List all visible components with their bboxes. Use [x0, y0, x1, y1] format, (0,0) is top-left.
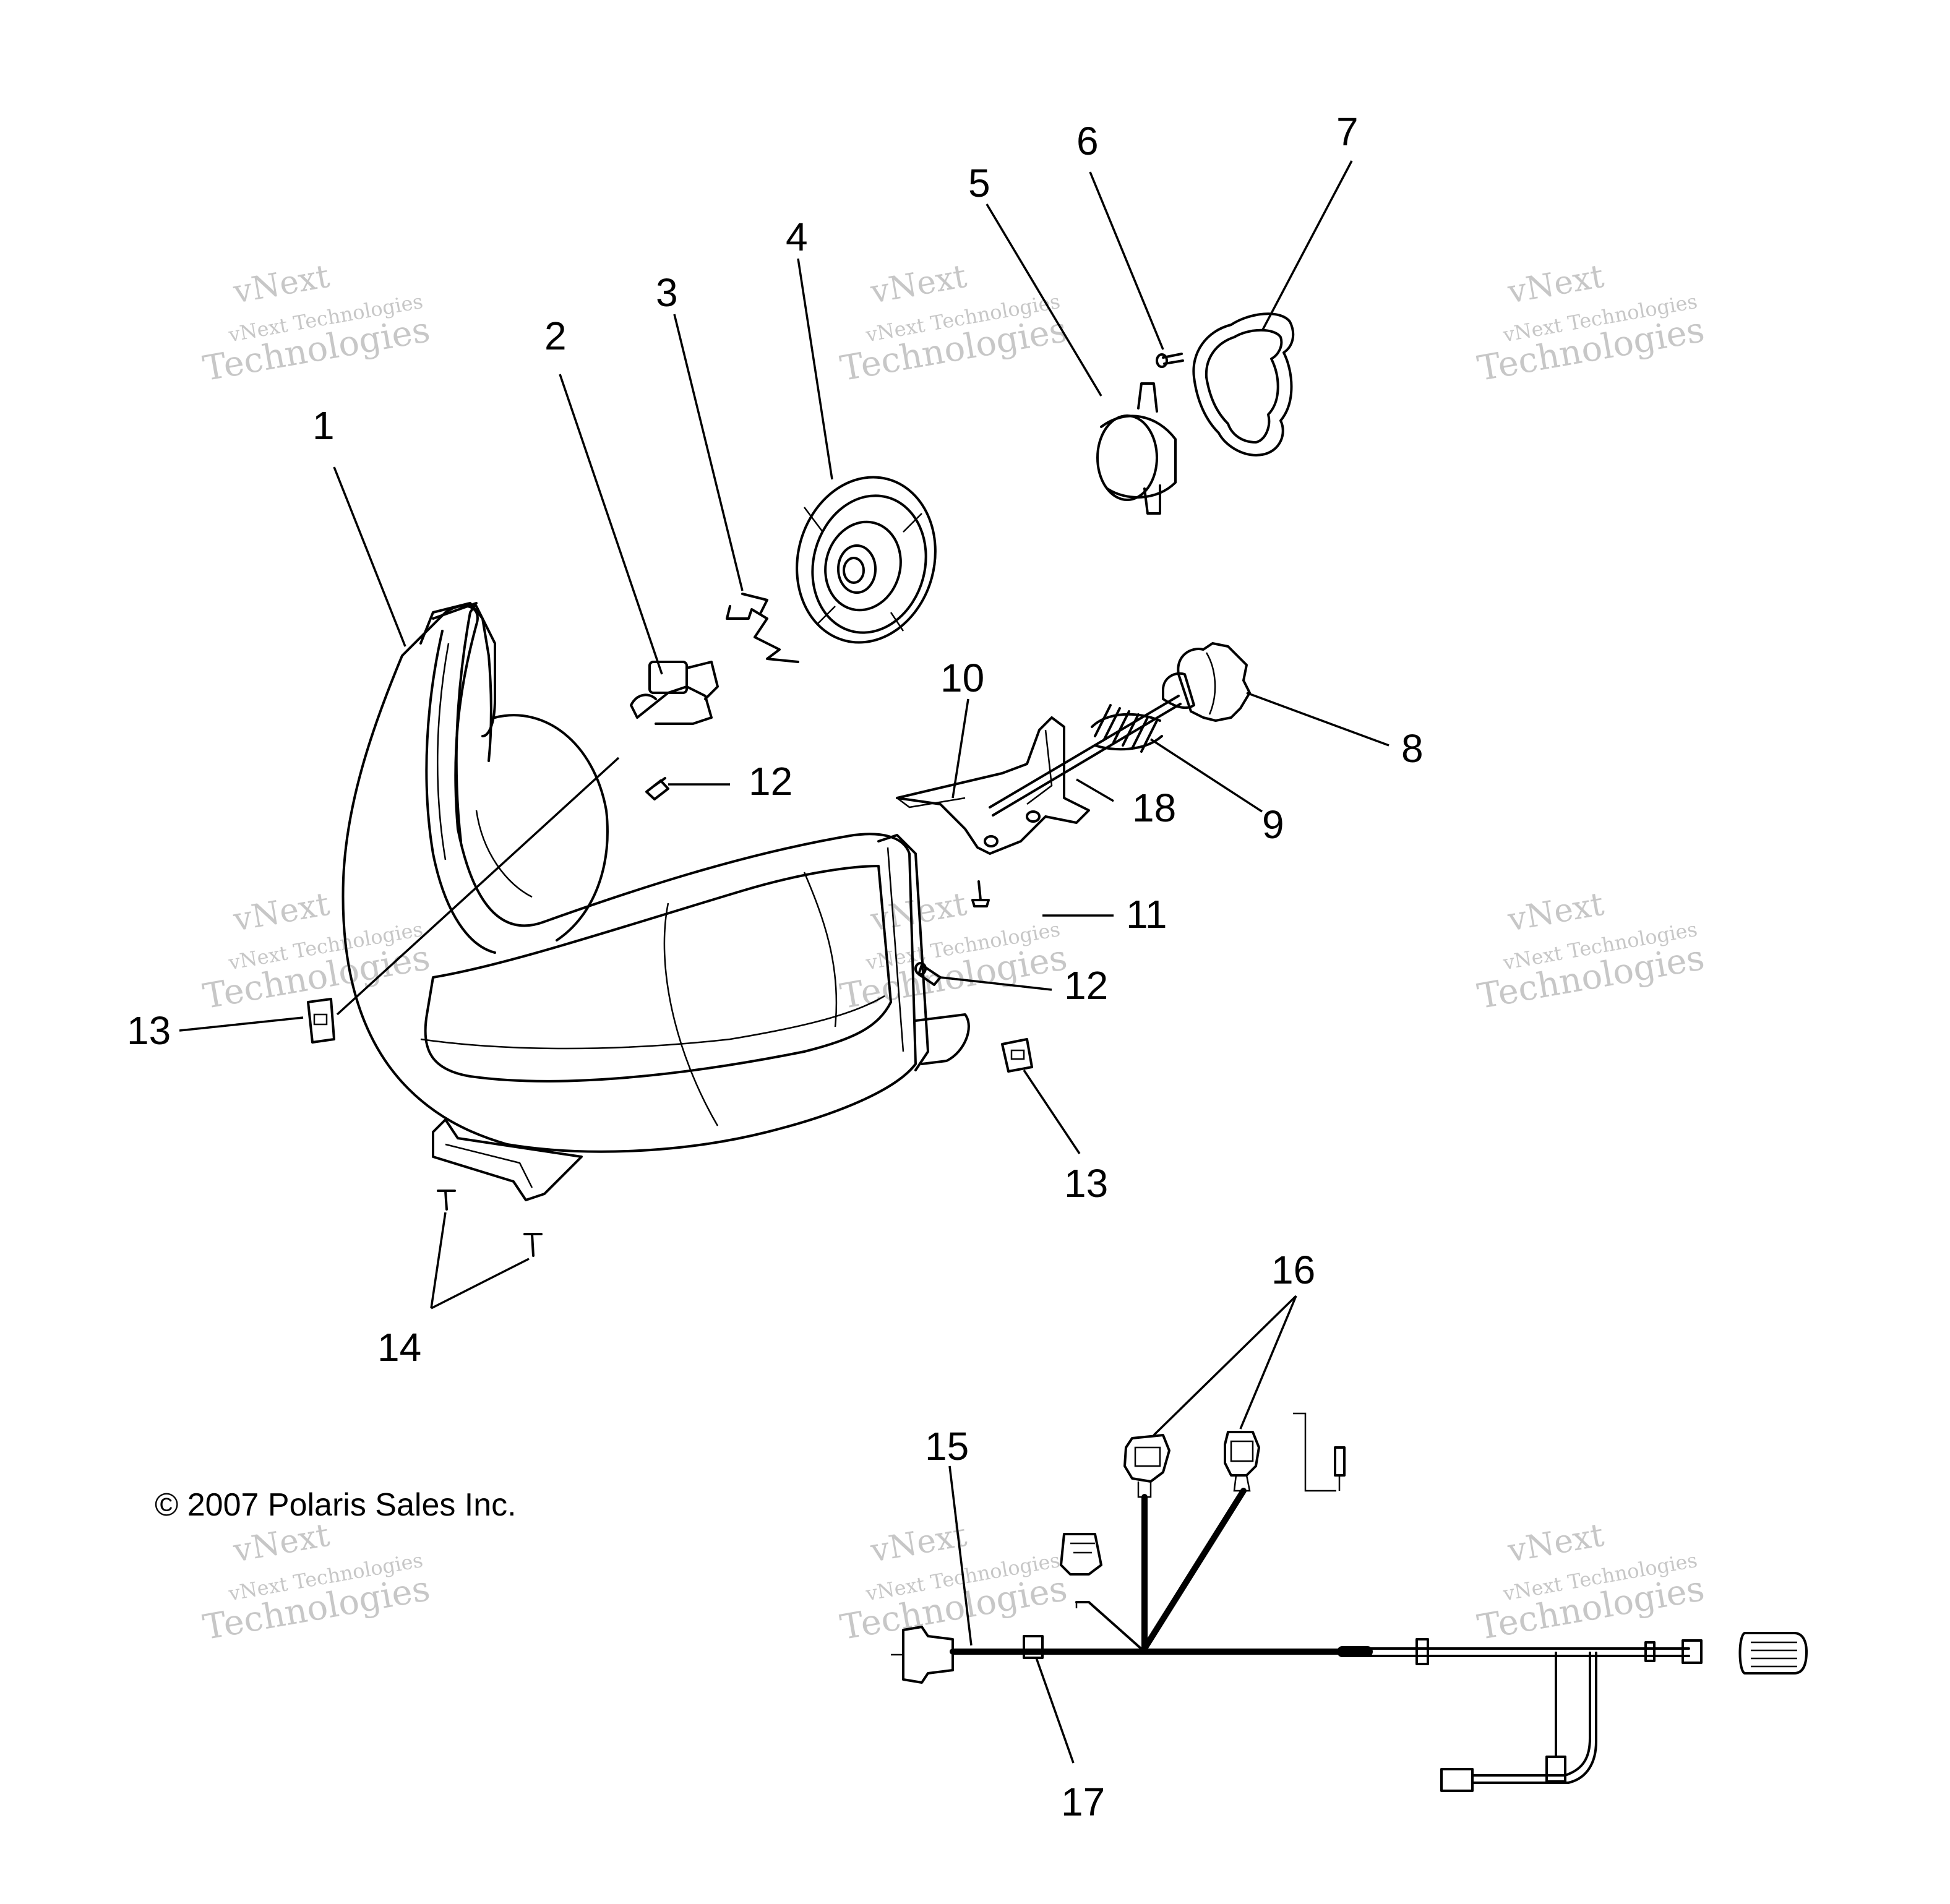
watermark: vNext vNext Technologies Technologies: [1474, 1517, 1707, 1649]
adjuster-rod-icon: [989, 695, 1182, 817]
watermark: vNext vNext Technologies Technologies: [200, 886, 432, 1018]
dust-cover-icon: [796, 476, 937, 644]
watermark: vNext vNext Technologies Technologies: [200, 258, 432, 390]
svg-text:vNext: vNext: [1505, 886, 1607, 939]
screw-icon: [1156, 353, 1184, 368]
watermark: vNext vNext Technologies Technologies: [200, 1517, 432, 1649]
watermark: vNext vNext Technologies Technologies: [1474, 258, 1707, 390]
callout-16: 16: [1271, 1248, 1315, 1292]
watermark: vNext vNext Technologies Technologies: [837, 258, 1070, 390]
connector-icon: [1224, 1431, 1260, 1492]
callout-13-left: 13: [127, 1008, 171, 1053]
screw-icon: [523, 1233, 543, 1257]
callout-6: 6: [1076, 119, 1099, 163]
callout-4: 4: [786, 215, 808, 259]
svg-text:vNext: vNext: [1505, 1517, 1607, 1570]
svg-text:vNext: vNext: [1505, 258, 1607, 311]
headlight-housing-icon: [341, 602, 970, 1201]
clip-nut-icon: [1001, 1038, 1033, 1073]
screw-icon: [645, 777, 669, 800]
callout-12-upper: 12: [749, 759, 792, 804]
wire-harness-icon: [891, 1412, 1808, 1792]
spring-clip-icon: [726, 593, 799, 663]
callout-1: 1: [312, 403, 335, 448]
bracket-icon: [896, 716, 1090, 855]
callout-17: 17: [1061, 1780, 1105, 1824]
callout-9: 9: [1262, 802, 1284, 847]
svg-text:vNext: vNext: [230, 1517, 332, 1570]
connector-icon: [1123, 1434, 1170, 1498]
screw-icon: [437, 1190, 456, 1211]
screw-icon: [914, 962, 942, 986]
spring-icon: [1091, 704, 1163, 753]
svg-text:vNext: vNext: [867, 1517, 969, 1570]
watermark: vNext vNext Technologies Technologies: [837, 886, 1070, 1018]
callout-5: 5: [968, 161, 990, 205]
svg-text:vNext: vNext: [867, 258, 969, 311]
copyright-text: © 2007 Polaris Sales Inc.: [155, 1487, 517, 1523]
callout-10: 10: [940, 656, 984, 700]
watermark: vNext vNext Technologies Technologies: [837, 1517, 1070, 1649]
callout-8: 8: [1401, 726, 1424, 771]
callout-labels: 1 2 3 4 5 6 7 8 9 10 11 12 12 13 13 18 1…: [127, 109, 1424, 1824]
callout-13-right: 13: [1064, 1161, 1108, 1206]
adjuster-knob-icon: [1162, 642, 1251, 722]
leader-lines: [179, 160, 1389, 1764]
svg-text:vNext: vNext: [230, 886, 332, 939]
callout-14: 14: [377, 1325, 421, 1370]
bulb-icon: [630, 661, 719, 725]
screw-icon: [971, 880, 990, 907]
gasket-icon: [1192, 312, 1295, 457]
callout-12-lower: 12: [1064, 963, 1108, 1008]
callout-3: 3: [656, 270, 678, 315]
callout-2: 2: [544, 314, 567, 358]
lamp-icon: [1096, 382, 1177, 515]
svg-text:vNext: vNext: [230, 258, 332, 311]
callout-15: 15: [925, 1424, 969, 1469]
watermark: vNext vNext Technologies Technologies: [1474, 886, 1707, 1018]
callout-11: 11: [1126, 892, 1167, 937]
clip-nut-icon: [307, 998, 335, 1044]
callout-18: 18: [1132, 786, 1176, 830]
callout-7: 7: [1336, 109, 1359, 154]
